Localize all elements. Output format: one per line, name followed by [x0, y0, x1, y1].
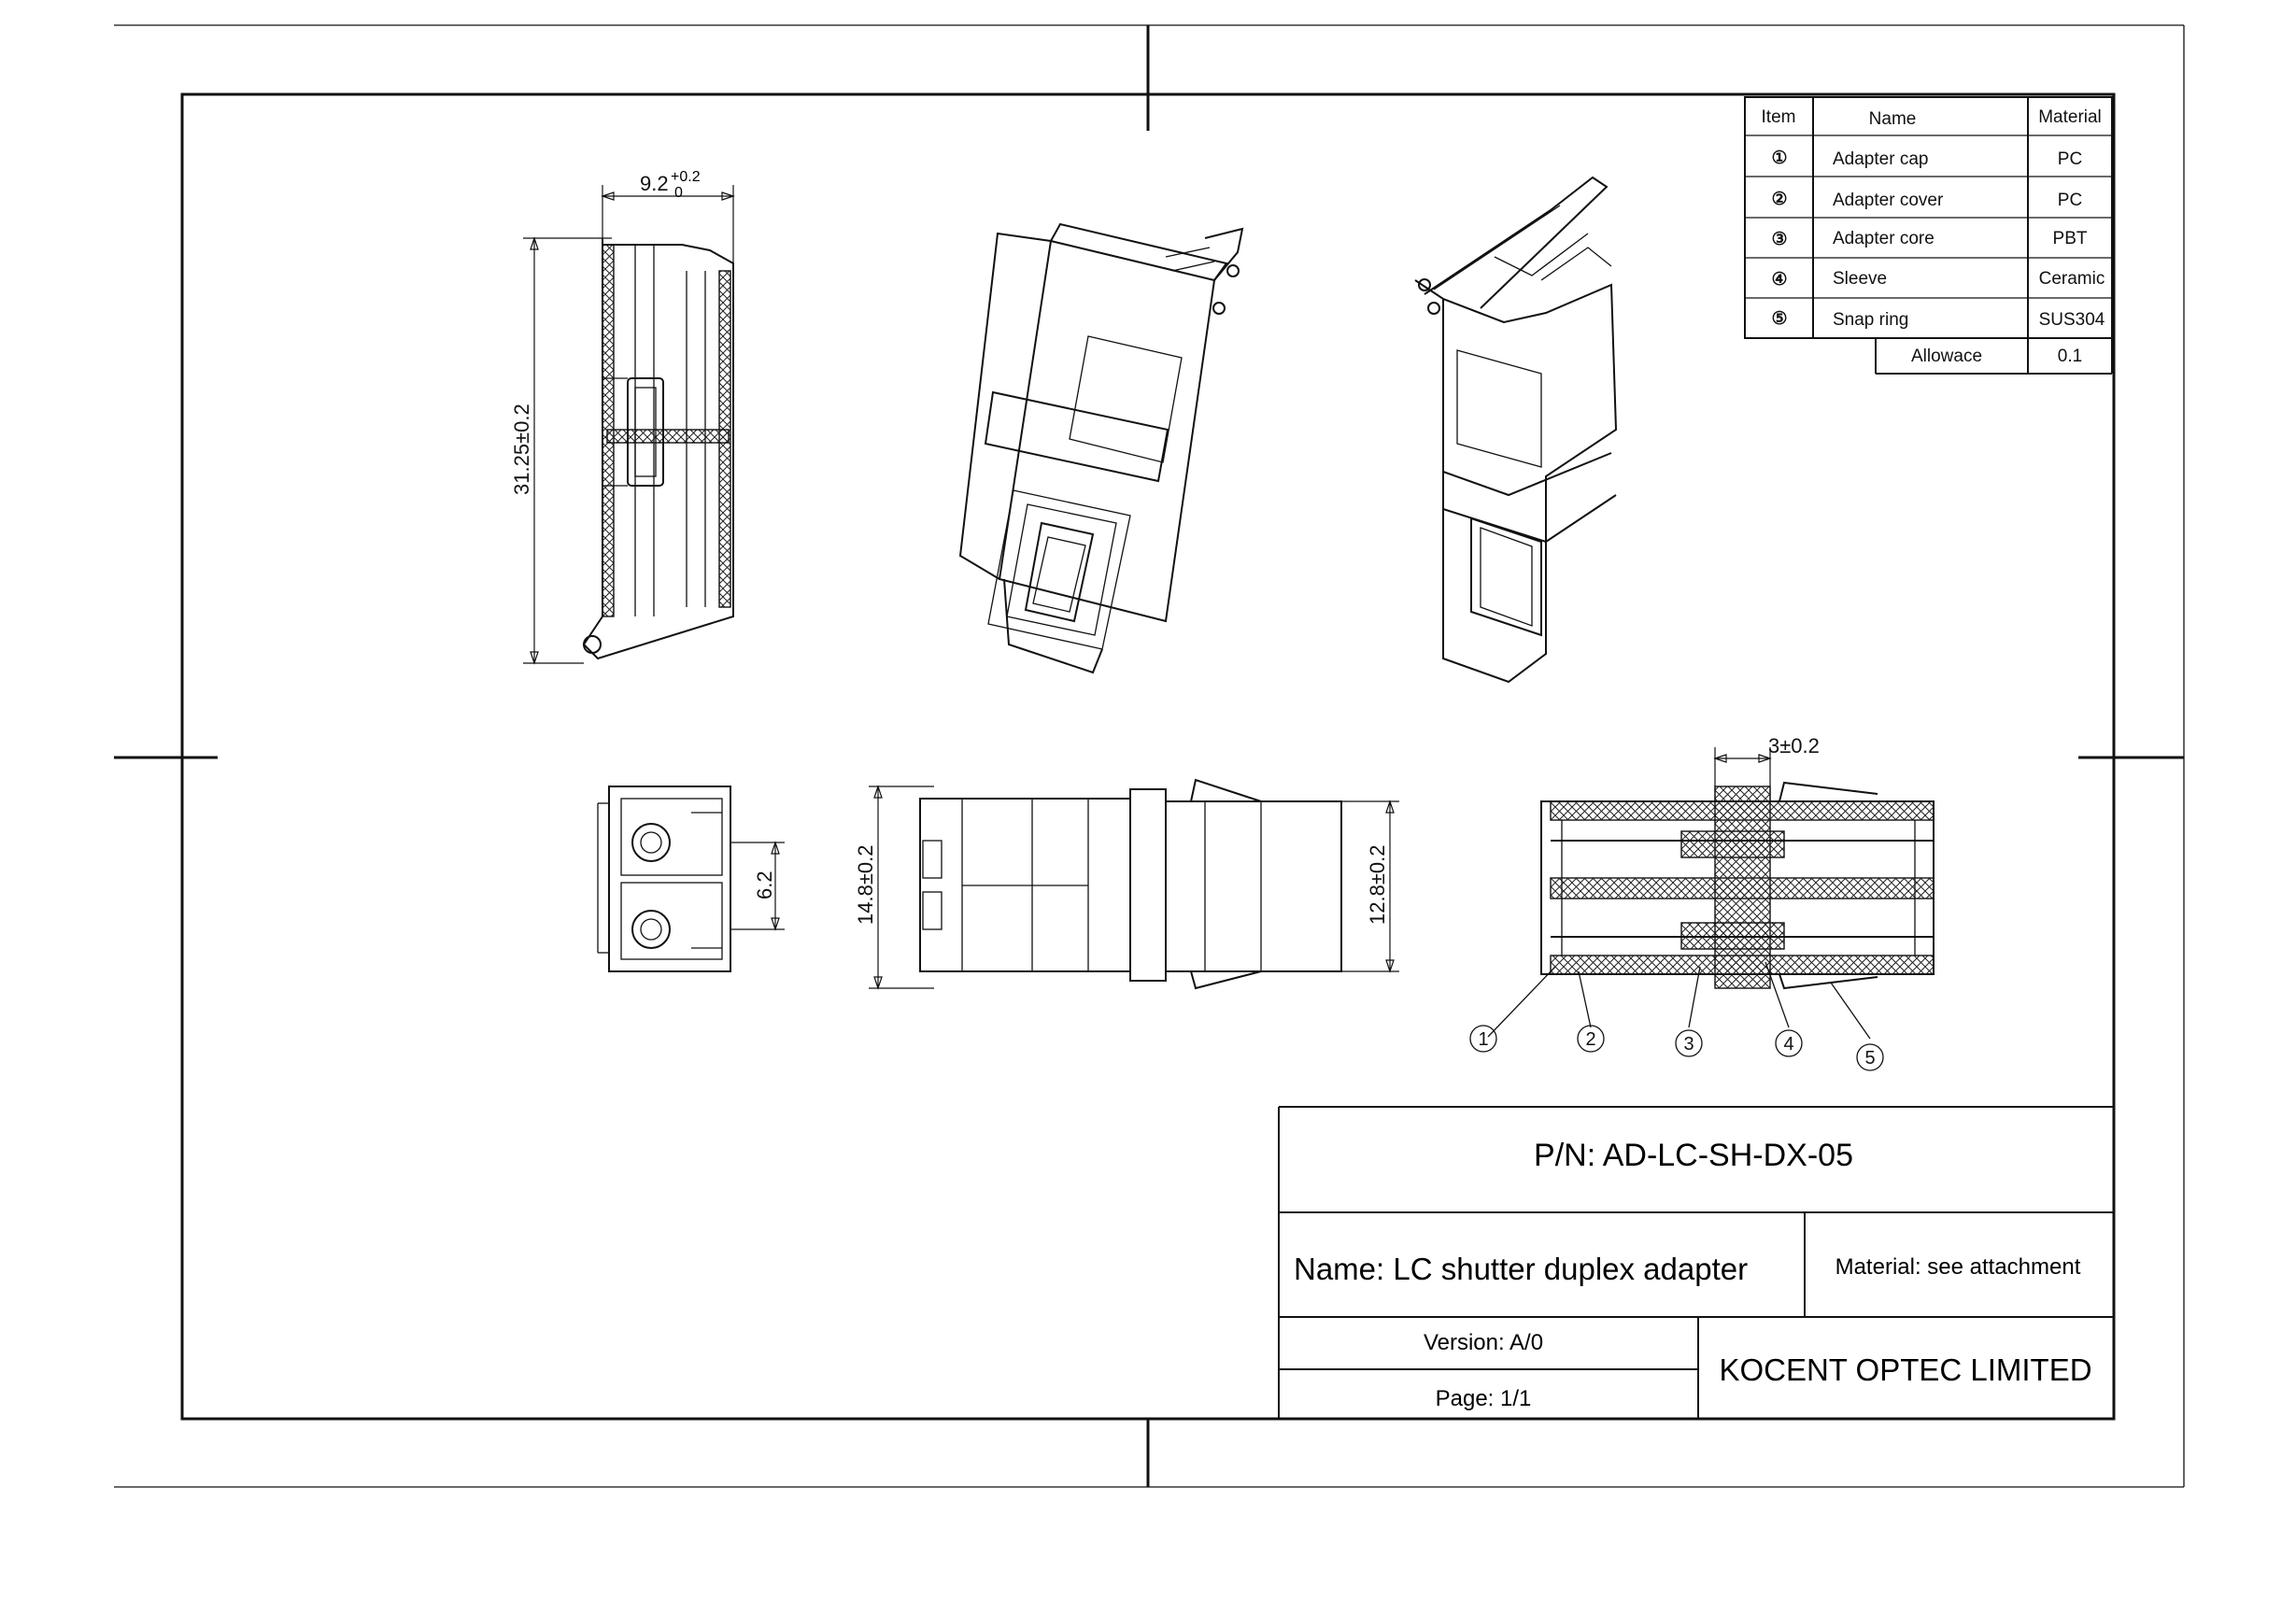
dim-height-front: 14.8±0.2: [854, 845, 877, 925]
allowance-value: 0.1: [2058, 347, 2082, 366]
dim-height-back: 12.8±0.2: [1366, 845, 1389, 925]
dim-width-tol-lower: 0: [674, 185, 683, 201]
dim-height-side: 31.25±0.2: [510, 404, 533, 495]
bom-item-material: PC: [2058, 191, 2082, 210]
bom-item-material: PC: [2058, 149, 2082, 169]
bom-item-name: Adapter cover: [1833, 191, 1944, 210]
bom-item-name: Adapter cap: [1833, 149, 1928, 169]
callout-bubble: 1: [1469, 1025, 1497, 1053]
isometric-view-open: [1414, 176, 1618, 684]
dim-pitch: 6.2: [753, 871, 776, 899]
bom-header-name: Name: [1869, 109, 1917, 129]
title-block: P/N: AD-LC-SH-DX-05 Name: LC shutter dup…: [1278, 1106, 2114, 1419]
callout-number: 2: [1585, 1029, 1595, 1050]
side-section-view: 9.2 +0.2 0 31.25±0.2: [510, 169, 735, 665]
bom-item-number: ⑤: [1771, 309, 1787, 329]
bom-item-material: SUS304: [2039, 310, 2105, 330]
bom-header-item: Item: [1762, 107, 1796, 127]
bom-item-material: PBT: [2053, 229, 2088, 248]
version: Version: A/0: [1424, 1330, 1543, 1355]
bom-row: ③ Adapter core PBT: [1771, 229, 2087, 249]
bom-item-name: Sleeve: [1833, 269, 1887, 289]
dim-width-top: 9.2: [640, 172, 669, 195]
bom-table: Item Name Material ① Adapter cap PC ② Ad…: [1744, 96, 2113, 375]
page-number: Page: 1/1: [1436, 1386, 1532, 1411]
callout-number: 3: [1683, 1034, 1694, 1055]
dim-width-tol-upper: +0.2: [671, 169, 701, 185]
allowance-label: Allowace: [1911, 347, 1982, 366]
part-number: P/N: AD-LC-SH-DX-05: [1534, 1138, 1853, 1173]
bom-item-name: Snap ring: [1833, 310, 1908, 330]
longitudinal-section-view: 3±0.2 1 2 3: [1469, 734, 1935, 1071]
bom-item-number: ①: [1771, 149, 1787, 168]
part-name: Name: LC shutter duplex adapter: [1294, 1252, 1748, 1286]
callout-bubble: 5: [1856, 1043, 1884, 1071]
callout-bubble: 3: [1675, 1029, 1703, 1057]
bom-row: ④ Sleeve Ceramic: [1771, 269, 2105, 290]
bom-item-material: Ceramic: [2039, 269, 2105, 289]
dim-flange: 3±0.2: [1768, 734, 1820, 757]
bom-item-number: ③: [1771, 230, 1787, 249]
bom-row: ① Adapter cap PC: [1771, 149, 2082, 169]
callout-bubble: 2: [1577, 1025, 1605, 1053]
side-elevation-view: 14.8±0.2 12.8±0.2: [854, 778, 1399, 990]
callout-number: 4: [1783, 1034, 1793, 1055]
isometric-view-closed: [958, 222, 1244, 674]
callout-number: 1: [1478, 1029, 1488, 1050]
bom-row: ② Adapter cover PC: [1771, 190, 2082, 210]
bom-row: ⑤ Snap ring SUS304: [1771, 309, 2105, 330]
front-end-view: 6.2: [597, 786, 785, 972]
sheet-frame: [114, 24, 2185, 1488]
bom-item-number: ④: [1771, 270, 1787, 290]
bom-item-name: Adapter core: [1833, 229, 1935, 248]
bom-header-material: Material: [2038, 107, 2102, 127]
bom-item-number: ②: [1771, 190, 1787, 209]
callout-bubble: 4: [1775, 1029, 1803, 1057]
part-material: Material: see attachment: [1835, 1254, 2081, 1280]
callout-number: 5: [1864, 1048, 1875, 1069]
company-name: KOCENT OPTEC LIMITED: [1719, 1352, 2091, 1387]
